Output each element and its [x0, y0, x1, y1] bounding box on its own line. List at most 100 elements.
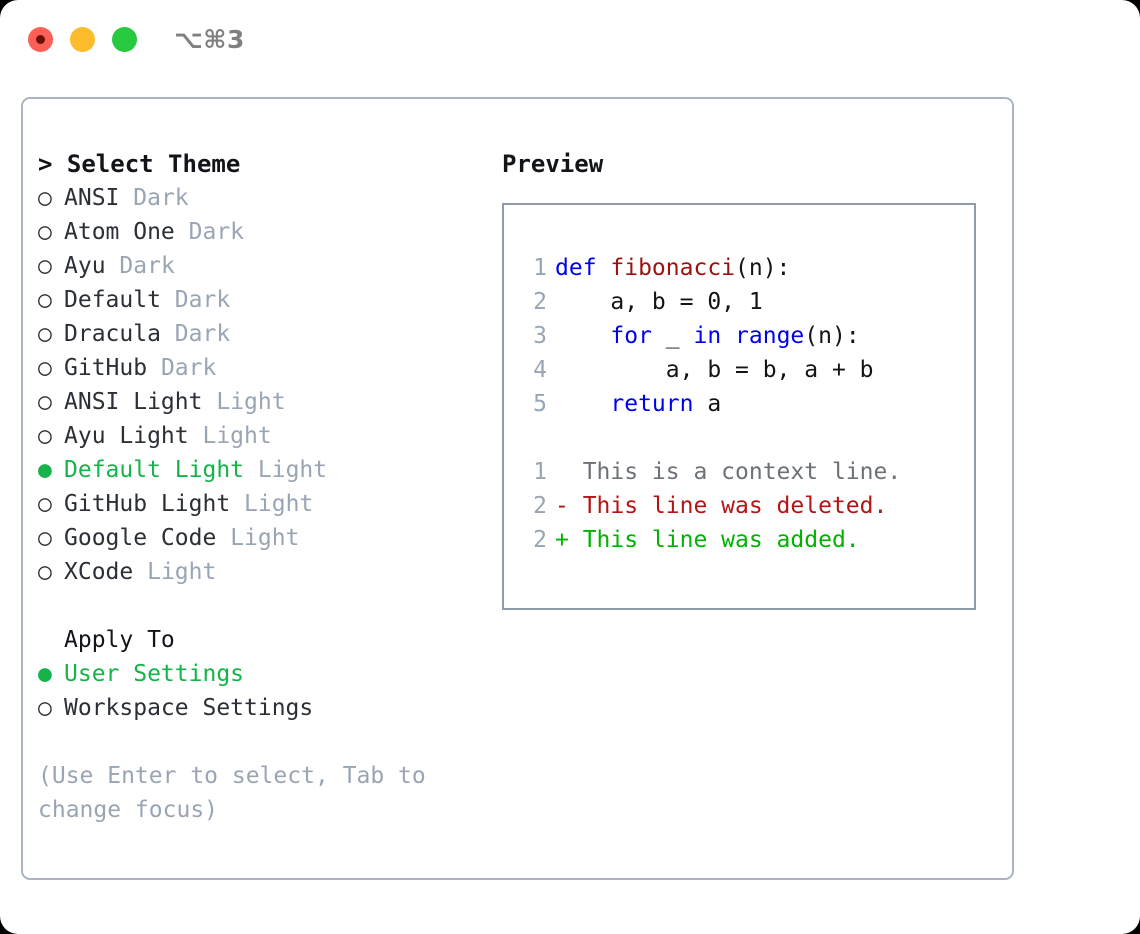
code-blank-line [521, 421, 966, 455]
code-token: _ [651, 323, 694, 349]
theme-option-kind: Light [230, 525, 300, 551]
theme-option-kind: Dark [188, 219, 245, 245]
select-theme-header: > Select Theme [38, 150, 241, 178]
theme-option-atom-one[interactable]: ○ Atom One Dark [38, 215, 488, 249]
diff-line: 1 This is a context line. [521, 455, 966, 489]
code-token: a, b = b, a + b [555, 357, 874, 383]
theme-option-default[interactable]: ○Default Dark [38, 283, 488, 317]
apply-to-header: Apply To [64, 627, 175, 653]
radio-unselected-icon: ○ [38, 491, 52, 517]
code-token: def [555, 255, 611, 281]
apply-option-workspace-settings[interactable]: ○ Workspace Settings [38, 691, 488, 725]
main-panel: > Select Theme ○ANSI Dark○Atom One Dark○… [21, 97, 1014, 880]
radio-unselected-icon: ○ [38, 321, 52, 347]
theme-option-label: Ayu Light [64, 423, 189, 449]
theme-option-label: GitHub Light [64, 491, 231, 517]
theme-option-label: GitHub [64, 355, 148, 381]
window-controls [28, 26, 137, 52]
theme-option-kind: Dark [119, 253, 175, 279]
theme-option-dracula[interactable]: ○ Dracula Dark [38, 317, 488, 351]
code-line: 1 def fibonacci(n): [521, 251, 966, 285]
theme-option-label: Default Light [64, 457, 245, 483]
theme-option-kind: Dark [174, 287, 231, 313]
theme-option-label: Google Code [64, 525, 217, 551]
line-number: 5 [533, 391, 547, 417]
theme-option-github-light[interactable]: ○ GitHub Light Light [38, 487, 488, 521]
theme-option-kind: Light [216, 389, 286, 415]
code-token: fibonacci [610, 255, 736, 281]
maximize-button[interactable] [112, 26, 137, 52]
theme-list: ○ANSI Dark○Atom One Dark○Ayu Dark○Defaul… [38, 181, 488, 589]
radio-unselected-icon: ○ [38, 559, 52, 585]
line-number: 2 [533, 289, 547, 315]
diff-line-text: - This line was deleted. [555, 493, 888, 519]
apply-to-list: ● User Settings ○ Workspace Settings [38, 657, 488, 725]
radio-unselected-icon: ○ [38, 219, 52, 245]
radio-selected-icon: ● [38, 661, 52, 687]
radio-unselected-icon: ○ [38, 185, 52, 211]
radio-selected-icon: ● [38, 457, 52, 483]
theme-option-kind: Dark [133, 185, 189, 211]
diff-line: 2 - This line was deleted. [521, 489, 966, 523]
theme-option-label: XCode [64, 559, 134, 585]
theme-option-label: ANSI Light [64, 389, 203, 415]
code-token: (n): [735, 255, 791, 281]
theme-option-label: ANSI [64, 185, 120, 211]
keyboard-hint: (Use Enter to select, Tab to change focu… [38, 763, 440, 823]
theme-option-kind: Light [257, 457, 328, 483]
code-token: a [693, 391, 722, 417]
apply-option-user-settings[interactable]: ● User Settings [38, 657, 488, 691]
theme-option-github[interactable]: ○GitHub Dark [38, 351, 488, 385]
diff-line-text: This is a context line. [555, 459, 902, 485]
theme-option-kind: Light [202, 423, 272, 449]
theme-option-xcode[interactable]: ○ XCode Light [38, 555, 488, 589]
line-number: 3 [533, 323, 547, 349]
radio-unselected-icon: ○ [38, 389, 52, 415]
code-token: a, b = 0, 1 [555, 289, 763, 315]
code-token: range [735, 323, 805, 349]
code-token [555, 391, 610, 417]
line-number: 4 [533, 357, 547, 383]
theme-selector-column: > Select Theme ○ANSI Dark○Atom One Dark○… [38, 147, 488, 827]
apply-option-label: Workspace Settings [64, 695, 314, 721]
theme-option-kind: Dark [174, 321, 231, 347]
radio-unselected-icon: ○ [38, 253, 52, 279]
theme-option-label: Ayu [64, 253, 106, 279]
theme-option-default-light[interactable]: ● Default Light Light [38, 453, 488, 487]
code-line: 3 for _ in range(n): [521, 319, 966, 353]
code-token: in [693, 323, 722, 349]
code-line: 2 a, b = 0, 1 [521, 285, 966, 319]
line-number: 1 [533, 255, 547, 281]
diff-line-text: + This line was added. [555, 527, 860, 553]
theme-option-kind: Dark [160, 355, 217, 381]
apply-option-label: User Settings [64, 661, 245, 687]
diff-lines: 1 This is a context line. 2 - This line wa… [521, 455, 966, 557]
code-token [721, 323, 735, 349]
theme-option-label: Dracula [64, 321, 161, 347]
code-token: for [610, 323, 652, 349]
radio-unselected-icon: ○ [38, 695, 52, 721]
code-token [555, 323, 610, 349]
theme-option-google-code[interactable]: ○ Google Code Light [38, 521, 488, 555]
close-button[interactable] [28, 26, 53, 52]
theme-option-ayu[interactable]: ○ Ayu Dark [38, 249, 488, 283]
line-number: 2 [533, 493, 547, 519]
theme-option-kind: Light [147, 559, 217, 585]
theme-option-ansi[interactable]: ○ ANSI Dark [38, 181, 488, 215]
theme-option-kind: Light [244, 491, 314, 517]
line-number: 1 [533, 459, 547, 485]
code-token: (n): [804, 323, 860, 349]
code-token: return [610, 391, 694, 417]
theme-option-ayu-light[interactable]: ○Ayu Light Light [38, 419, 488, 453]
window-title-shortcut: ⌥⌘3 [174, 24, 245, 54]
theme-option-label: Atom One [64, 219, 175, 245]
minimize-button[interactable] [70, 26, 95, 52]
radio-unselected-icon: ○ [38, 525, 52, 551]
diff-line: 2 + This line was added. [521, 523, 966, 557]
line-number: 2 [533, 527, 547, 553]
theme-option-ansi-light[interactable]: ○ ANSI Light Light [38, 385, 488, 419]
